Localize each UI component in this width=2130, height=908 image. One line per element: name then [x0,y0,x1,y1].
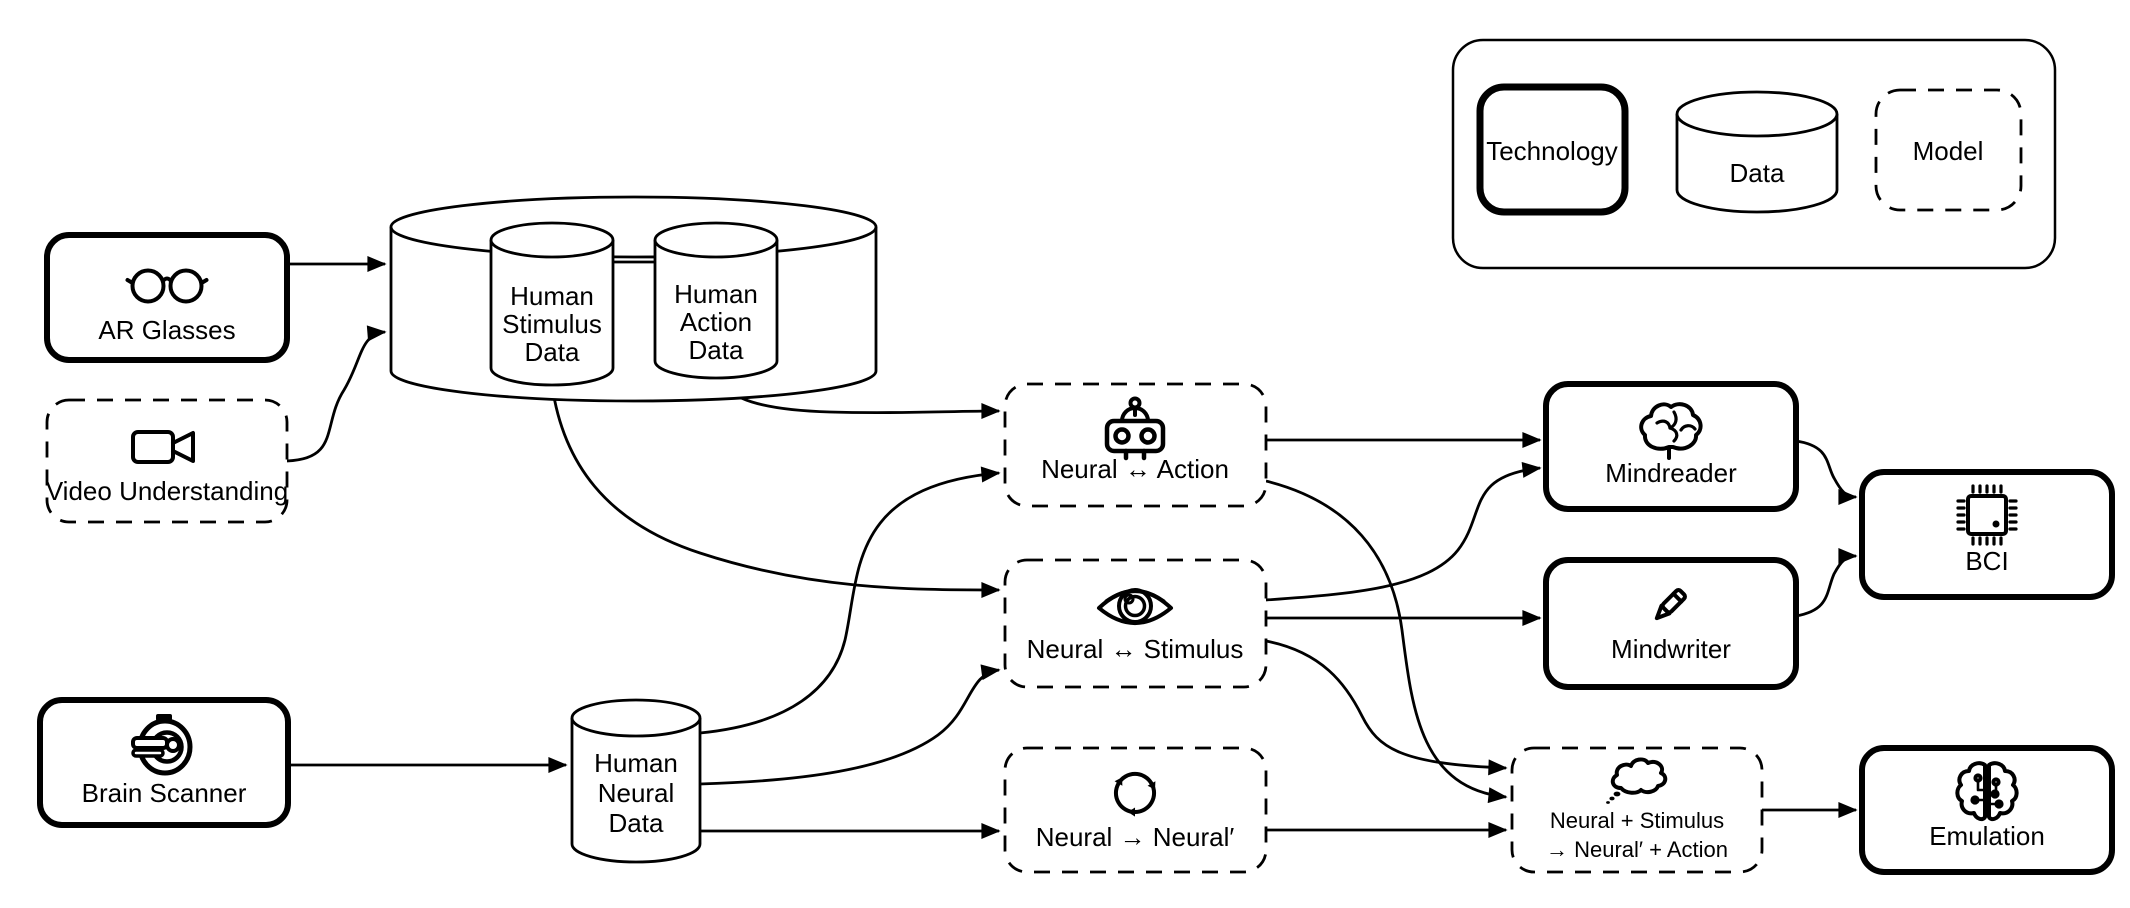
node-human-neural-data: Human Neural Data [570,698,702,864]
edge-human-neural-data-to-neural-action [699,466,1001,735]
edge-video-understanding-to-data-store [286,325,387,463]
mindreader-label: Mindreader [1605,458,1737,488]
glasses-icon [125,268,209,304]
node-human-stimulus-data: Human Stimulus Data [489,221,615,387]
thought-cloud-icon [1606,757,1668,804]
pen-icon [1654,588,1687,621]
legend-data-swatch [1675,114,1839,214]
eye-icon [1097,588,1173,625]
human-action-data-cylinder [653,240,779,380]
legend-model-swatch [1874,88,2023,212]
neural-action-label: Neural ↔ Action [1041,454,1229,484]
edge-human-neural-data-to-neural-stimulus [699,664,1001,786]
human-neural-data-label: Human [594,748,678,778]
human-action-data-label: Action [680,307,752,337]
legend: Technology Data Model [1451,38,2057,270]
mri-scanner-icon [131,714,193,776]
human-stimulus-data-label: Data [525,337,580,367]
edge-mindreader-to-bci [1795,439,1858,505]
node-video-understanding: Video Understanding [45,398,289,524]
neural-neural-label: Neural → Neural′ [1036,822,1235,852]
robot-icon [1104,396,1166,461]
human-neural-data-cylinder-top [570,698,702,738]
node-neural-neural: Neural → Neural′ [1003,746,1268,874]
recycle-icon [1113,771,1157,817]
ar-glasses-label: AR Glasses [98,315,235,345]
neural-stimulus-label: Neural ↔ Stimulus [1027,634,1244,664]
node-neural-stimulus: Neural ↔ Stimulus [1003,558,1268,689]
circuit-brain-icon [1955,761,2019,822]
edge-neural-stimulus-to-neural-stimulus-action [1265,639,1508,776]
human-neural-data-label: Neural [598,778,675,808]
human-action-data-label: Human [674,279,758,309]
node-data-store: Human Stimulus Data Human Action Data [389,195,878,403]
video-camera-icon [131,430,195,464]
node-human-action-data: Human Action Data [653,221,779,380]
human-stimulus-data-cylinder-top [489,221,615,259]
mindwriter-label: Mindwriter [1611,634,1731,664]
node-ar-glasses: AR Glasses [44,232,290,363]
node-brain-scanner: Brain Scanner [37,697,291,828]
human-action-data-label: Data [689,335,744,365]
edge-neural-action-to-neural-stimulus-action [1265,479,1508,804]
bci-label: BCI [1965,546,2008,576]
human-stimulus-data-cylinder [489,240,615,387]
video-understanding-label: Video Understanding [46,476,288,506]
node-neural-action: Neural ↔ Action [1003,382,1268,508]
brain-scanner-label: Brain Scanner [82,778,247,808]
edge-neural-stimulus-to-mindreader [1265,461,1542,602]
neural-stimulus-action-label: → Neural′ + Action [1546,837,1728,862]
neural-neural-box [1003,746,1268,874]
human-neural-data-label: Data [609,808,664,838]
human-action-data-cylinder-top [653,221,779,259]
legend-data-label: Data [1730,158,1785,188]
emulation-box [1859,745,2115,875]
legend-data-swatch-top [1675,90,1839,138]
human-neural-data-cylinder [570,718,702,864]
node-neural-stimulus-action: Neural + Stimulus → Neural′ + Action [1510,746,1764,874]
edge-mindwriter-to-bci [1795,548,1858,618]
neural-stimulus-action-label: Neural + Stimulus [1550,808,1724,833]
node-mindwriter: Mindwriter [1543,557,1799,690]
node-mindreader: Mindreader [1543,381,1799,512]
node-emulation: Emulation [1859,745,2115,875]
edge-human-stimulus-data-to-neural-stimulus [550,384,1001,598]
legend-technology-label: Technology [1486,136,1618,166]
node-bci: BCI [1859,469,2115,600]
brain-icon [1639,402,1703,460]
data-store-cylinder-top [389,195,878,259]
human-stimulus-data-label: Human [510,281,594,311]
neural-stimulus-action-box [1510,746,1764,874]
human-stimulus-data-label: Stimulus [502,309,602,339]
legend-model-label: Model [1913,136,1984,166]
legend-technology-swatch [1476,83,1629,216]
chip-icon [1956,484,2018,546]
ar-glasses-box [44,232,290,363]
edges-layer [286,256,1858,839]
mindwriter-box [1543,557,1799,690]
emulation-label: Emulation [1929,821,2045,851]
